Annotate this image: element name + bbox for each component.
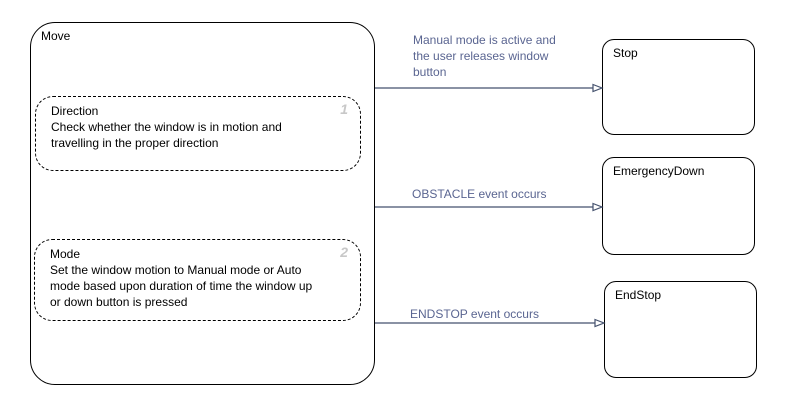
subregion-direction-desc-line: travelling in the proper direction: [51, 136, 219, 150]
state-move-title: Move: [41, 29, 71, 43]
subregion-direction-text: Direction Check whether the window is in…: [51, 103, 282, 151]
transition-arrow-move-to-emergencydown[interactable]: [375, 202, 604, 212]
transition-label-stop[interactable]: Manual mode is active and the user relea…: [413, 32, 556, 80]
state-emergencydown[interactable]: EmergencyDown: [602, 157, 755, 255]
open-arrowhead-icon: [592, 83, 604, 93]
subregion-mode-title: Mode: [50, 247, 81, 261]
transition-label-line: Manual mode is active and: [413, 33, 556, 47]
subregion-direction-number: 1: [340, 101, 348, 117]
open-arrowhead-icon: [594, 318, 606, 328]
transition-label-line: the user releases window: [413, 49, 549, 63]
state-move[interactable]: Move Direction Check whether the window …: [30, 22, 375, 385]
state-stop-title: Stop: [613, 46, 638, 60]
subregion-mode[interactable]: Mode Set the window motion to Manual mod…: [34, 239, 361, 321]
subregion-direction[interactable]: Direction Check whether the window is in…: [35, 96, 361, 171]
state-endstop-title: EndStop: [615, 288, 662, 302]
subregion-mode-desc-line: Set the window motion to Manual mode or …: [50, 263, 302, 277]
state-emergencydown-title: EmergencyDown: [613, 164, 705, 178]
transition-label-line: ENDSTOP event occurs: [410, 307, 539, 321]
state-endstop[interactable]: EndStop: [604, 281, 757, 378]
transition-arrow-move-to-stop[interactable]: [375, 83, 604, 93]
subregion-mode-desc-line: mode based upon duration of time the win…: [50, 279, 313, 293]
subregion-mode-number: 2: [340, 244, 348, 260]
transition-label-obstacle[interactable]: OBSTACLE event occurs: [412, 186, 547, 202]
state-stop[interactable]: Stop: [602, 39, 755, 135]
transition-label-endstop[interactable]: ENDSTOP event occurs: [410, 306, 539, 322]
subregion-mode-desc-line: or down button is pressed: [50, 295, 188, 309]
open-arrowhead-icon: [592, 202, 604, 212]
transition-label-line: OBSTACLE event occurs: [412, 187, 547, 201]
transition-label-line: button: [413, 65, 447, 79]
subregion-direction-title: Direction: [51, 104, 99, 118]
subregion-mode-text: Mode Set the window motion to Manual mod…: [50, 246, 312, 310]
subregion-direction-desc-line: Check whether the window is in motion an…: [51, 120, 282, 134]
